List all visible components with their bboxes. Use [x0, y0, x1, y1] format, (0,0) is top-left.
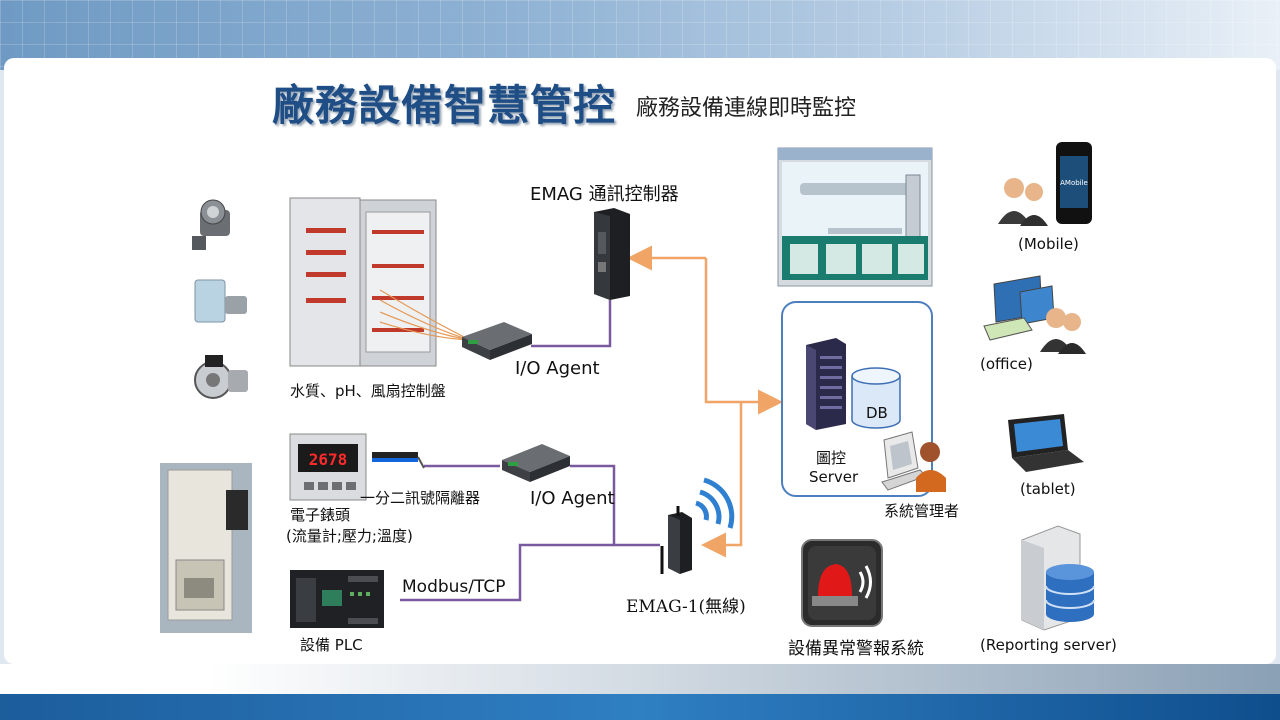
tablet-icon	[1008, 414, 1084, 472]
emag1-label: EMAG-1(無線)	[626, 597, 746, 617]
plc-label: 設備 PLC	[300, 636, 363, 654]
database-icon	[851, 367, 901, 429]
emag-controller-label: EMAG 通訊控制器	[530, 184, 679, 205]
mobile-user-icon	[998, 142, 1092, 226]
control-panel-label: 水質、pH、風扇控制盤	[290, 382, 446, 400]
alarm-siren-icon	[801, 539, 883, 627]
page-title: 廠務設備智慧管控	[272, 81, 617, 130]
equipment-machine-image	[160, 463, 252, 633]
orange-link-lines	[627, 245, 783, 558]
server-group-box	[781, 301, 933, 497]
server-en-label: Server	[809, 468, 859, 486]
emag-controller-device	[594, 208, 630, 300]
db-label: DB	[866, 404, 888, 422]
mobile-label: (Mobile)	[1018, 235, 1079, 253]
office-label: (office)	[980, 355, 1033, 373]
footer-bar	[0, 664, 1280, 720]
server-tower-icon	[806, 338, 846, 430]
isolator-label: 一分二訊號隔離器	[360, 489, 481, 507]
io-agent-device-top	[462, 322, 532, 360]
meter-label: 電子錶頭	[290, 506, 351, 524]
alarm-label: 設備異常警報系統	[788, 639, 924, 659]
sensor-icon-2	[194, 279, 247, 323]
io-agent-mid-label: I/O Agent	[530, 488, 615, 509]
modbus-label: Modbus/TCP	[402, 577, 506, 597]
plc-device	[290, 570, 384, 628]
reporting-label: (Reporting server)	[980, 636, 1117, 654]
phone-brand: AMobile	[1060, 179, 1088, 187]
office-pc-icon	[983, 275, 1086, 354]
emag1-wireless-device	[660, 506, 692, 574]
io-agent-device-mid	[502, 444, 570, 482]
tablet-label: (tablet)	[1020, 480, 1076, 498]
digital-meter-device	[289, 433, 367, 501]
sysadmin-label: 系統管理者	[884, 502, 960, 520]
admin-workstation-icon	[881, 431, 946, 492]
scada-screen-image	[777, 147, 933, 287]
meter-readout: 2678	[309, 450, 348, 469]
io-agent-top-label: I/O Agent	[515, 358, 600, 379]
sensor-icon-1	[192, 199, 230, 250]
purple-link-lines	[400, 300, 660, 602]
meter-sub-label: (流量計;壓力;溫度)	[286, 527, 413, 545]
sensor-icon-3	[194, 355, 248, 399]
control-cabinet-image	[289, 197, 471, 367]
wireless-signal-icon	[695, 477, 735, 529]
page-subtitle: 廠務設備連線即時監控	[636, 96, 857, 121]
reporting-server-icon	[1021, 525, 1095, 631]
signal-isolator-device	[372, 452, 425, 469]
server-cn-label: 圖控	[816, 449, 847, 467]
